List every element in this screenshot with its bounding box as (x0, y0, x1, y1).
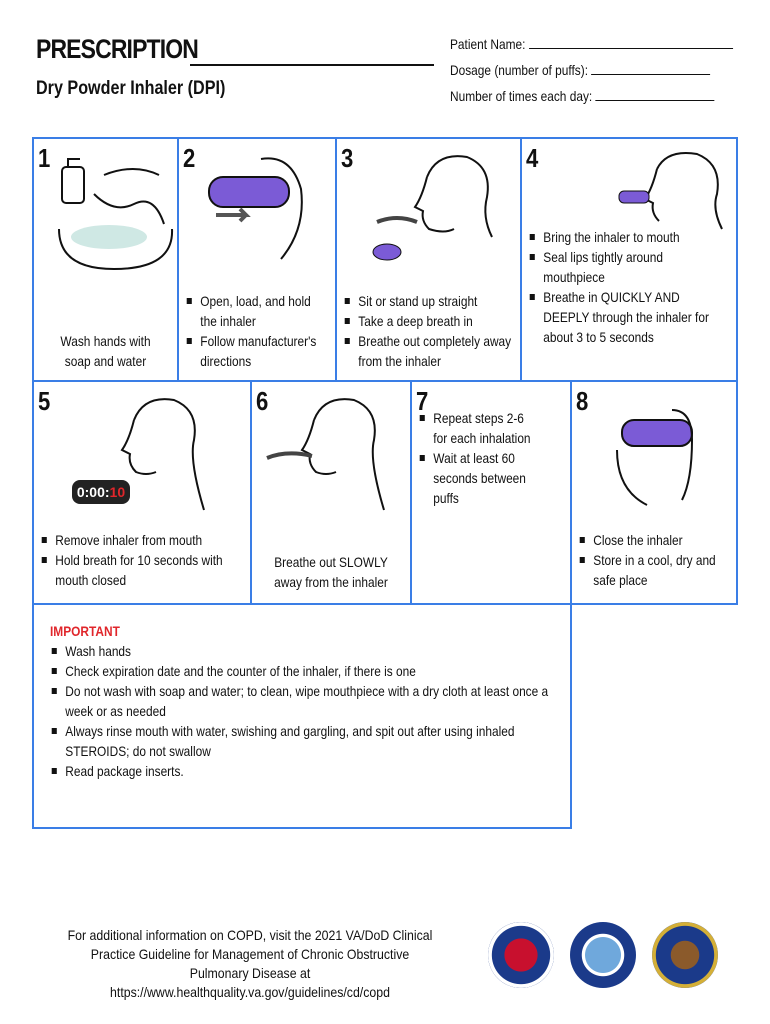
field-label: Dosage (number of puffs): (450, 62, 589, 78)
list-item: Close the inhaler (578, 530, 731, 550)
list-item: Repeat steps 2-6 for each inhalation (418, 408, 537, 448)
list-item: Check expiration date and the counter of… (50, 661, 577, 681)
step-4: 4 Bring the inhaler to mouth Seal lips t… (520, 137, 738, 382)
step-8: 8 Close the inhaler Store in a cool, dry… (570, 380, 738, 605)
dosage-field[interactable]: Dosage (number of puffs): (450, 62, 711, 78)
prescription-line (190, 64, 434, 66)
list-item: Follow manufacturer's directions (185, 331, 330, 371)
field-label: Number of times each day: (450, 88, 593, 104)
close-inhaler-icon (616, 409, 694, 506)
important-title: IMPORTANT (50, 623, 120, 639)
list-item: Seal lips tightly around mouthpiece (528, 247, 715, 287)
footer-text: For additional information on COPD, visi… (67, 927, 433, 1000)
step-8-list: Close the inhaler Store in a cool, dry a… (578, 530, 731, 590)
step-3-list: Sit or stand up straight Take a deep bre… (343, 291, 513, 371)
list-item: Wait at least 60 seconds between puffs (418, 448, 537, 508)
list-item: Wash hands (50, 641, 577, 661)
list-item: Always rinse mouth with water, swishing … (50, 721, 577, 761)
list-item: Remove inhaler from mouth (40, 530, 244, 550)
step-number: 4 (526, 143, 539, 173)
person-exhale-slowly-icon (266, 398, 385, 511)
list-item: Hold breath for 10 seconds with mouth cl… (40, 550, 244, 590)
list-item: Bring the inhaler to mouth (528, 227, 715, 247)
step-4-list: Bring the inhaler to mouth Seal lips tig… (528, 227, 715, 347)
inhaler-hand-icon (208, 157, 303, 260)
field-label: Patient Name: (450, 36, 526, 52)
step-2: 2 Open, load, and hold the inhaler Follo… (177, 137, 337, 382)
list-item: Read package inserts. (50, 761, 577, 781)
step-number: 1 (38, 143, 51, 173)
department-of-defense-seal-icon (570, 922, 636, 988)
list-item: Open, load, and hold the inhaler (185, 291, 330, 331)
important-box: IMPORTANT Wash hands Check expiration da… (32, 603, 572, 829)
step-number: 3 (341, 143, 354, 173)
times-per-day-field[interactable]: Number of times each day: (450, 88, 715, 104)
step-3: 3 Sit or stand up straight Take a deep b… (335, 137, 522, 382)
step-number: 2 (183, 143, 196, 173)
step-7: 7 Repeat steps 2-6 for each inhalation W… (410, 380, 572, 605)
page-subtitle: Dry Powder Inhaler (DPI) (36, 78, 226, 99)
list-item: Breathe out completely away from the inh… (343, 331, 513, 371)
list-item: Store in a cool, dry and safe place (578, 550, 731, 590)
defense-health-agency-seal-icon (488, 922, 554, 988)
veterans-affairs-seal-icon (652, 922, 718, 988)
step-number: 7 (416, 386, 429, 416)
list-item: Sit or stand up straight (343, 291, 513, 311)
list-item: Take a deep breath in (343, 311, 513, 331)
hand-washing-icon (58, 158, 174, 271)
step-2-list: Open, load, and hold the inhaler Follow … (185, 291, 330, 371)
step-7-list: Repeat steps 2-6 for each inhalation Wai… (418, 408, 537, 508)
step-5: 5 0:00:10 Remove inhaler from mouth Hold… (32, 380, 252, 605)
person-hold-breath-icon (120, 398, 205, 511)
person-inhale-icon (618, 152, 723, 230)
page-title: PRESCRIPTION (36, 34, 199, 64)
list-item: Breathe in QUICKLY AND DEEPLY through th… (528, 287, 715, 347)
important-list: Wash hands Check expiration date and the… (50, 641, 577, 781)
step-5-list: Remove inhaler from mouth Hold breath fo… (40, 530, 244, 590)
step-number: 5 (38, 386, 51, 416)
patient-name-field[interactable]: Patient Name: (450, 36, 733, 52)
timer-display: 0:00:10 (72, 480, 130, 504)
step-number: 6 (256, 386, 269, 416)
person-exhale-icon (372, 155, 493, 261)
list-item: Do not wash with soap and water; to clea… (50, 681, 577, 721)
step-number: 8 (576, 386, 589, 416)
important-section: IMPORTANT Wash hands Check expiration da… (50, 621, 577, 781)
